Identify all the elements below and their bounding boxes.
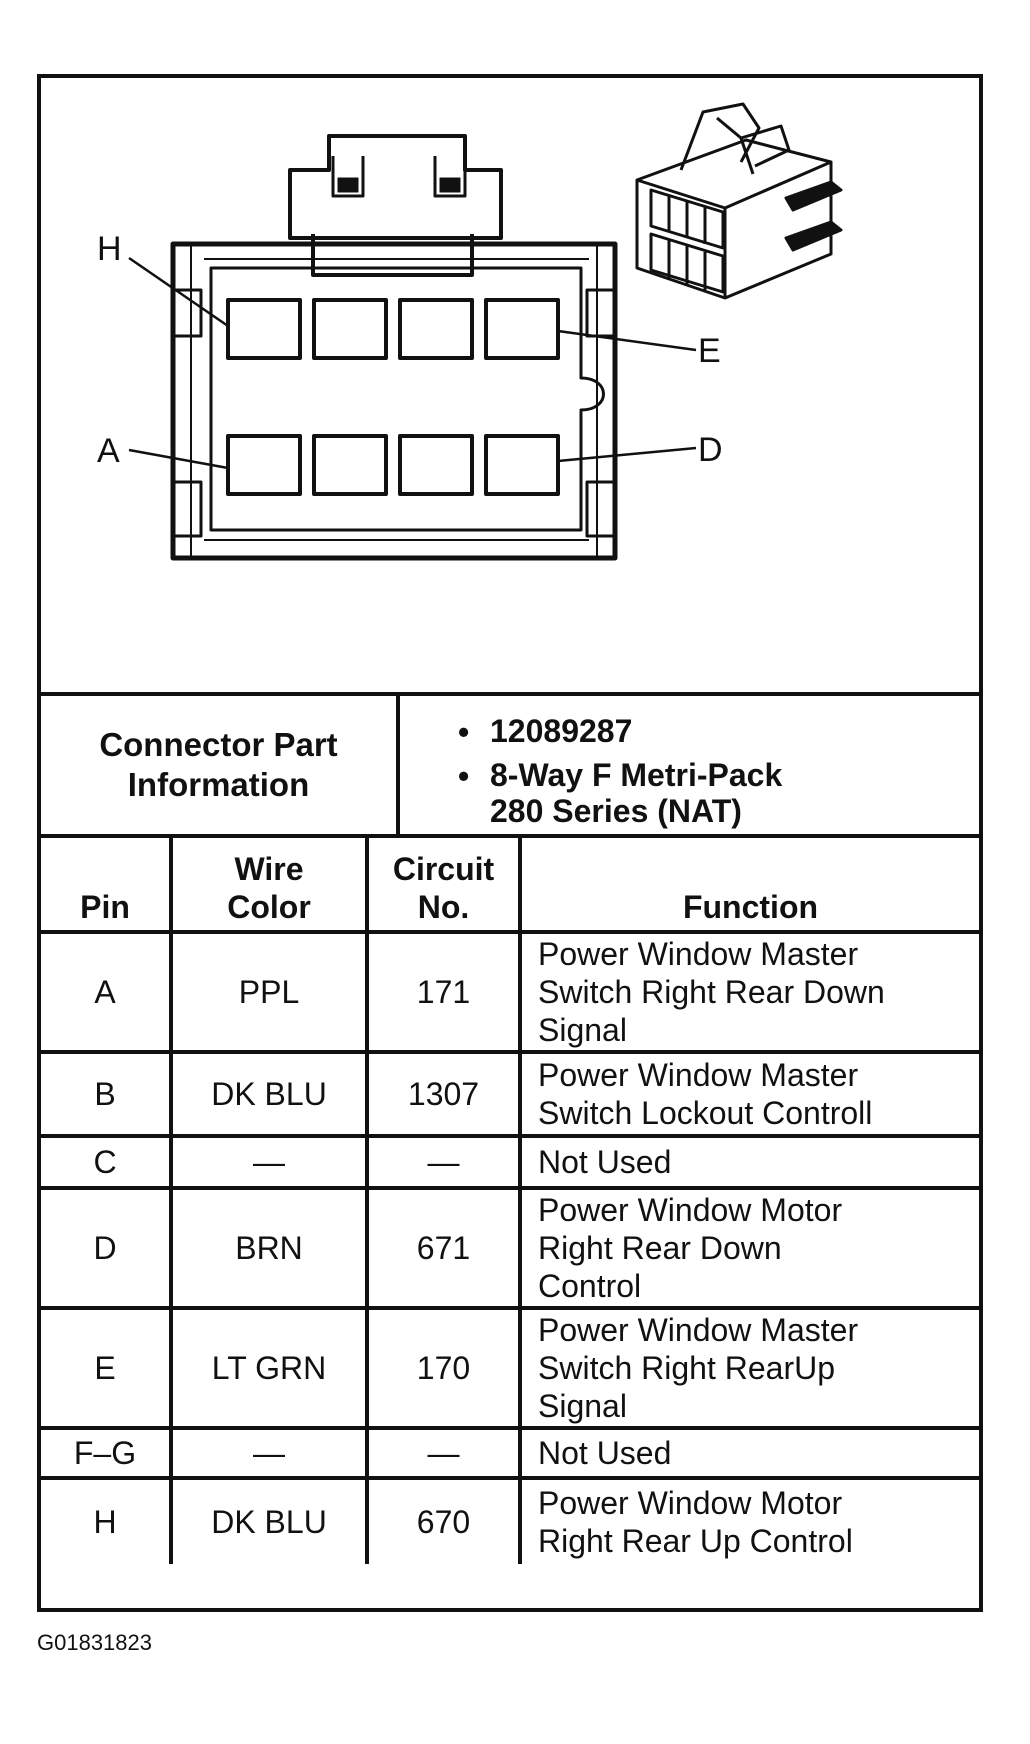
part-info-label-line1: Connector Part xyxy=(99,726,338,763)
pin-cell: E xyxy=(41,1306,173,1430)
table-row: C — — Not Used xyxy=(41,1134,979,1190)
figure-code: G01831823 xyxy=(37,1630,152,1655)
diagram-frame: H E A D Connector Part Informa xyxy=(37,74,983,1612)
circuit-cell: 1307 xyxy=(365,1050,522,1138)
function-cell: Not Used xyxy=(518,1134,979,1190)
pin-label-e: E xyxy=(698,332,721,370)
table-row: F–G — — Not Used xyxy=(41,1426,979,1480)
bullet-description: • xyxy=(458,758,470,794)
wire-color-cell: DK BLU xyxy=(169,1050,369,1138)
header-function: Function xyxy=(518,834,979,934)
circuit-cell: 170 xyxy=(365,1306,522,1430)
pin-cell: C xyxy=(41,1134,173,1190)
pin-cell: F–G xyxy=(41,1426,173,1480)
header-pin: Pin xyxy=(41,834,173,934)
connector-iso-view xyxy=(635,102,843,300)
pin-label-d: D xyxy=(698,431,723,469)
part-info-label-line2: Information xyxy=(127,766,310,803)
pin-cell: H xyxy=(41,1476,173,1564)
part-info-values: • 12089287 • 8-Way F Metri-Pack 280 Seri… xyxy=(400,696,979,834)
wire-color-cell: LT GRN xyxy=(169,1306,369,1430)
circuit-cell: 670 xyxy=(365,1476,522,1564)
circuit-cell: 171 xyxy=(365,930,522,1054)
connector-diagram: H E A D xyxy=(97,102,843,561)
circuit-cell: 671 xyxy=(365,1186,522,1310)
connector-face-view xyxy=(128,134,697,561)
wire-color-cell: BRN xyxy=(169,1186,369,1310)
pin-cell: D xyxy=(41,1186,173,1310)
circuit-cell: — xyxy=(365,1134,522,1190)
pin-cell: B xyxy=(41,1050,173,1138)
pin-labels: H E A D xyxy=(97,230,723,470)
part-description-line2: 280 Series (NAT) xyxy=(490,793,742,829)
part-description-line1: 8-Way F Metri-Pack xyxy=(490,757,783,793)
wire-color-cell: PPL xyxy=(169,930,369,1054)
wire-color-cell: — xyxy=(169,1134,369,1190)
part-number: 12089287 xyxy=(490,713,633,749)
pin-label-a: A xyxy=(97,432,120,470)
wire-color-cell: — xyxy=(169,1426,369,1480)
wire-color-cell: DK BLU xyxy=(169,1476,369,1564)
bullet-part-number: • xyxy=(458,714,470,750)
part-info-label: Connector Part Information xyxy=(41,696,400,834)
pin-cell: A xyxy=(41,930,173,1054)
pin-label-h: H xyxy=(97,230,122,268)
connector-part-info: Connector Part Information • 12089287 • … xyxy=(41,692,979,834)
circuit-cell: — xyxy=(365,1426,522,1480)
function-cell: Not Used xyxy=(518,1426,979,1480)
